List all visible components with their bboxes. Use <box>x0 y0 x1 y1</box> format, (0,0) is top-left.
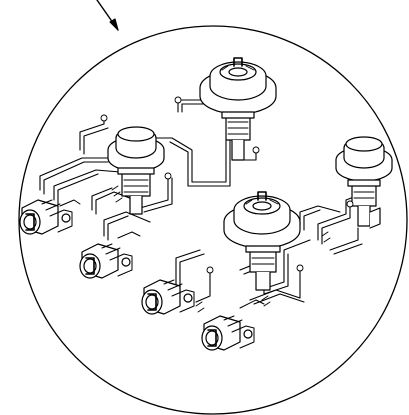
control-valve-3 <box>141 279 195 315</box>
burner-front-center <box>223 191 301 291</box>
control-valve-1 <box>19 199 81 235</box>
detail-circle <box>18 25 408 415</box>
gas-piping <box>39 99 373 305</box>
control-valve-2 <box>79 231 141 279</box>
control-valve-4 <box>201 299 265 351</box>
callout-leader-arrow <box>96 0 119 31</box>
burner-top-center <box>199 57 277 161</box>
burner-right <box>335 136 393 229</box>
pipe-fittings <box>100 96 354 313</box>
burner-left <box>107 126 165 215</box>
